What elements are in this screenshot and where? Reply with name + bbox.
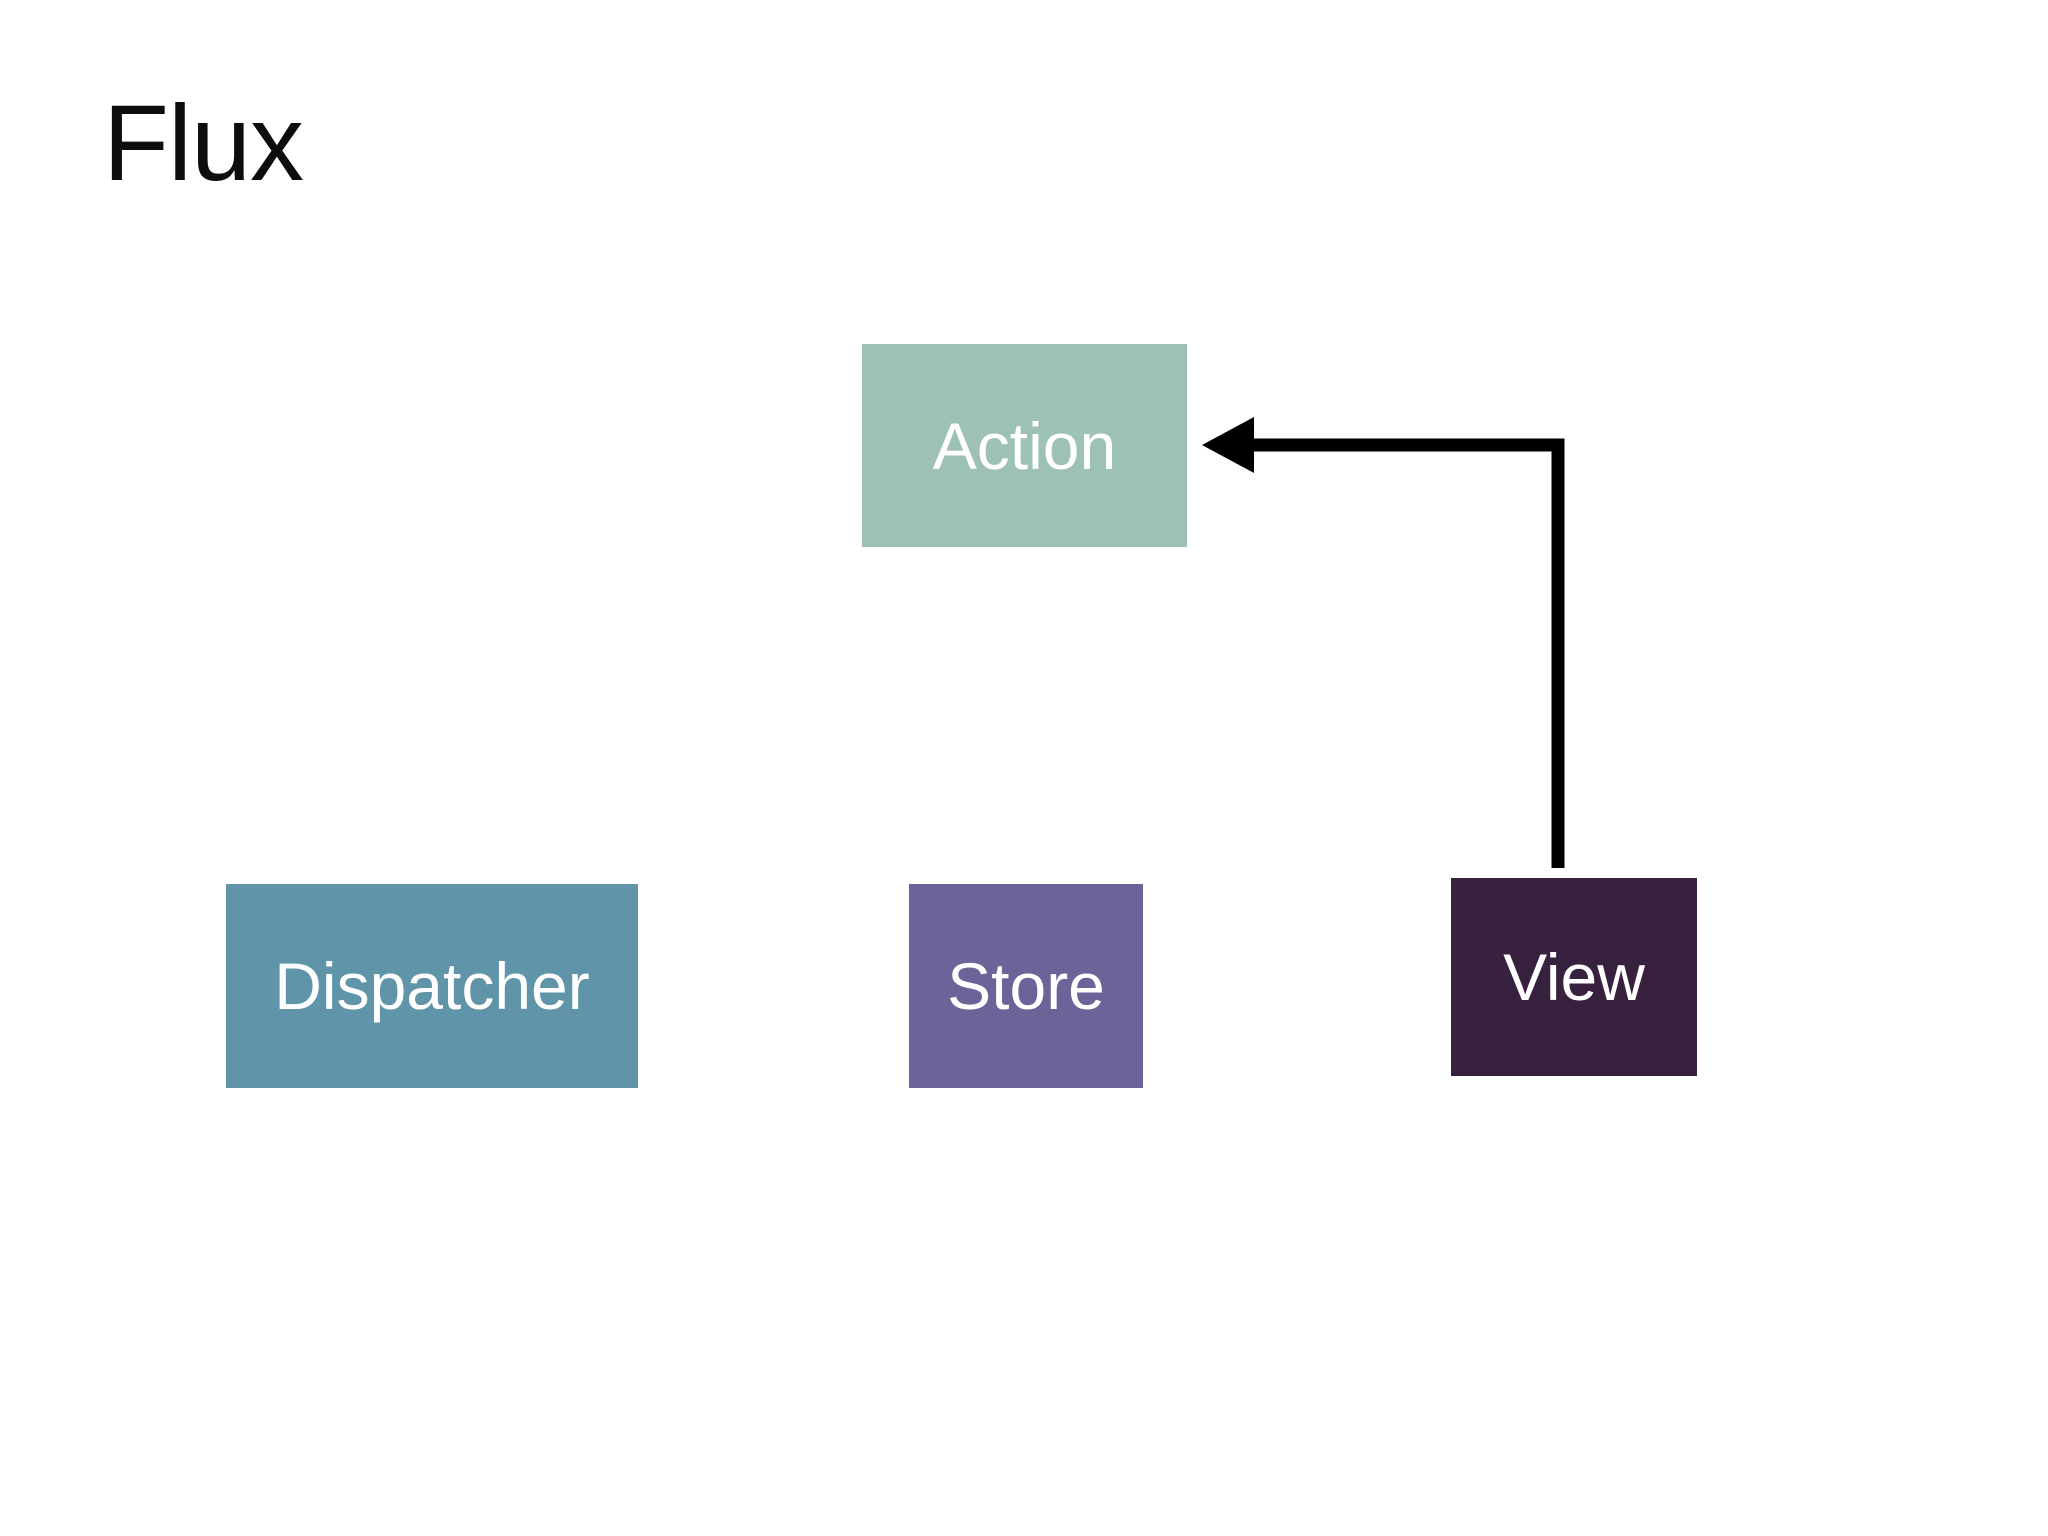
arrowhead-left-icon xyxy=(1202,417,1254,473)
node-store-label: Store xyxy=(947,949,1105,1023)
node-store[interactable]: Store xyxy=(909,884,1143,1088)
connector-line xyxy=(1252,438,1565,868)
node-view-label: View xyxy=(1503,940,1645,1014)
node-dispatcher[interactable]: Dispatcher xyxy=(226,884,638,1088)
node-dispatcher-label: Dispatcher xyxy=(274,949,590,1023)
node-view[interactable]: View xyxy=(1451,878,1697,1076)
node-action-label: Action xyxy=(932,408,1117,483)
connector-view-to-action xyxy=(1202,417,1565,868)
node-action[interactable]: Action xyxy=(862,344,1187,547)
page-title: Flux xyxy=(103,82,304,203)
